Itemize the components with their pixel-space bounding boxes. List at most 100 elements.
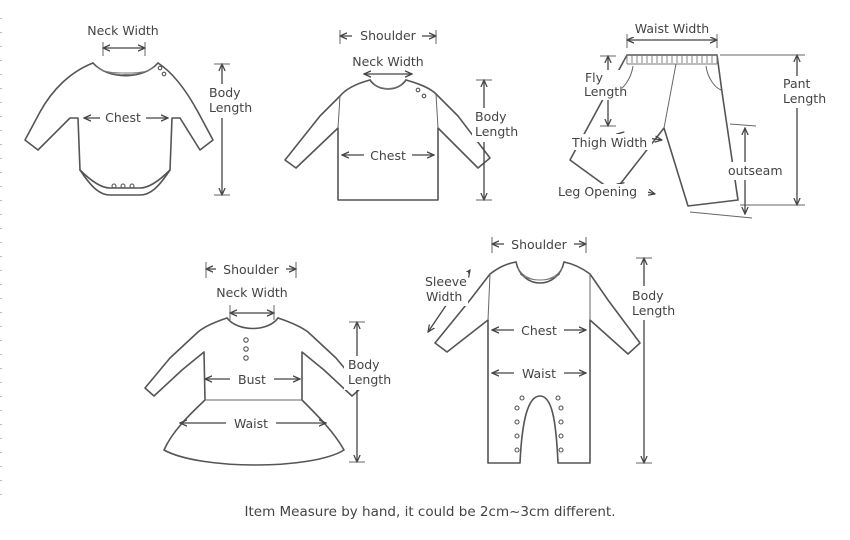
left-edge-ticks bbox=[0, 18, 2, 495]
pants-fly-seam bbox=[663, 63, 677, 129]
bodysuit-snap bbox=[120, 183, 126, 189]
pants-waistband-rib bbox=[631, 56, 713, 63]
romper-snap bbox=[519, 395, 525, 401]
edge-tick bbox=[0, 326, 2, 327]
bodysuit-collar-rib bbox=[96, 66, 155, 75]
edge-tick bbox=[0, 144, 2, 145]
bodysuit-snap bbox=[111, 183, 117, 189]
edge-tick bbox=[0, 270, 2, 271]
romper-length-label-2: Length bbox=[632, 303, 675, 318]
romper-length-label-1: Body bbox=[632, 288, 664, 303]
edge-tick bbox=[0, 74, 2, 75]
edge-tick bbox=[0, 298, 2, 299]
edge-tick bbox=[0, 424, 2, 425]
romper-chest-label: Chest bbox=[521, 323, 557, 338]
romper-snap bbox=[514, 447, 520, 453]
edge-tick bbox=[0, 242, 2, 243]
shirt-length-label-2: Length bbox=[475, 124, 518, 139]
pants-waistband bbox=[626, 55, 718, 65]
edge-tick bbox=[0, 130, 2, 131]
romper-snap bbox=[514, 419, 520, 425]
romper-sleeve-label-2: Width bbox=[426, 289, 462, 304]
edge-tick bbox=[0, 368, 2, 369]
romper-snap bbox=[555, 395, 561, 401]
bodysuit-length-label-2: Length bbox=[209, 100, 252, 115]
bodysuit-shoulder-snap bbox=[157, 65, 163, 71]
shirt-figure: Shoulder Neck Width Chest Body Length bbox=[284, 27, 524, 201]
edge-tick bbox=[0, 382, 2, 383]
dress-bust-label: Bust bbox=[238, 372, 266, 387]
pants-waist-label: Waist Width bbox=[635, 21, 709, 36]
bodysuit-snap bbox=[129, 183, 135, 189]
dress-button bbox=[243, 355, 249, 361]
dress-figure: Shoulder Neck Width Bust Waist Body Leng… bbox=[144, 260, 396, 466]
romper-figure: Shoulder Sleeve Width Chest Waist Body L… bbox=[422, 235, 680, 464]
edge-tick bbox=[0, 312, 2, 313]
dress-length-label-2: Length bbox=[348, 372, 391, 387]
shirt-snap bbox=[415, 87, 421, 93]
shirt-collar-inner bbox=[373, 83, 403, 89]
pants-leg-opening-label: Leg Opening bbox=[558, 184, 637, 199]
bodysuit-figure: Neck Width Chest Body Length bbox=[24, 23, 258, 196]
bodysuit-chest-label: Chest bbox=[105, 110, 141, 125]
romper-armhole bbox=[487, 273, 491, 321]
shirt-snap bbox=[421, 93, 427, 99]
edge-tick bbox=[0, 438, 2, 439]
shirt-chest-label: Chest bbox=[370, 148, 406, 163]
dress-length-label-1: Body bbox=[348, 357, 380, 372]
shirt-shoulder-label: Shoulder bbox=[360, 28, 417, 43]
edge-tick bbox=[0, 284, 2, 285]
edge-tick bbox=[0, 18, 2, 19]
edge-tick bbox=[0, 396, 2, 397]
dress-outline bbox=[144, 317, 362, 466]
dress-waist-label: Waist bbox=[234, 416, 268, 431]
romper-sleeve-label-1: Sleeve bbox=[425, 274, 467, 289]
edge-tick bbox=[0, 102, 2, 103]
dress-collar bbox=[226, 317, 279, 330]
romper-shoulder-label: Shoulder bbox=[511, 237, 568, 252]
edge-tick bbox=[0, 340, 2, 341]
edge-tick bbox=[0, 466, 2, 467]
edge-tick bbox=[0, 256, 2, 257]
edge-tick bbox=[0, 410, 2, 411]
edge-tick bbox=[0, 480, 2, 481]
romper-outline bbox=[434, 261, 641, 464]
edge-tick bbox=[0, 158, 2, 159]
bodysuit-length-label-1: Body bbox=[209, 85, 241, 100]
edge-tick bbox=[0, 116, 2, 117]
romper-snap bbox=[558, 419, 564, 425]
pants-outline bbox=[569, 54, 739, 207]
romper-snap bbox=[558, 433, 564, 439]
bodysuit-leg-band bbox=[79, 169, 171, 189]
pants-pocket bbox=[705, 65, 722, 91]
romper-snaps bbox=[514, 395, 564, 453]
bodysuit-outline bbox=[24, 62, 214, 196]
pants-figure: Waist Width Fly Length Pant Length Thigh… bbox=[556, 21, 832, 219]
shirt-length-label-1: Body bbox=[475, 109, 507, 124]
shirt-armhole bbox=[435, 93, 439, 129]
dress-button bbox=[243, 337, 249, 343]
pants-fly-label-1: Fly bbox=[585, 70, 604, 85]
edge-tick bbox=[0, 186, 2, 187]
romper-collar-rib bbox=[517, 267, 563, 281]
dress-button bbox=[243, 346, 249, 352]
dress-neck-label: Neck Width bbox=[216, 285, 287, 300]
shirt-armhole bbox=[337, 95, 341, 129]
shirt-collar bbox=[369, 79, 407, 90]
edge-tick bbox=[0, 452, 2, 453]
romper-waist-label: Waist bbox=[522, 366, 556, 381]
romper-snap bbox=[558, 447, 564, 453]
edge-tick bbox=[0, 88, 2, 89]
edge-tick bbox=[0, 60, 2, 61]
pants-length-label-1: Pant bbox=[783, 76, 811, 91]
pants-length-label-2: Length bbox=[783, 91, 826, 106]
edge-tick bbox=[0, 32, 2, 33]
pants-fly-label-2: Length bbox=[584, 84, 627, 99]
edge-tick bbox=[0, 214, 2, 215]
pants-outseam-label: outseam bbox=[728, 163, 783, 178]
pants-thigh-label: Thigh Width bbox=[571, 135, 647, 150]
bodysuit-neck-label: Neck Width bbox=[87, 23, 158, 38]
romper-snap bbox=[558, 405, 564, 411]
edge-tick bbox=[0, 46, 2, 47]
